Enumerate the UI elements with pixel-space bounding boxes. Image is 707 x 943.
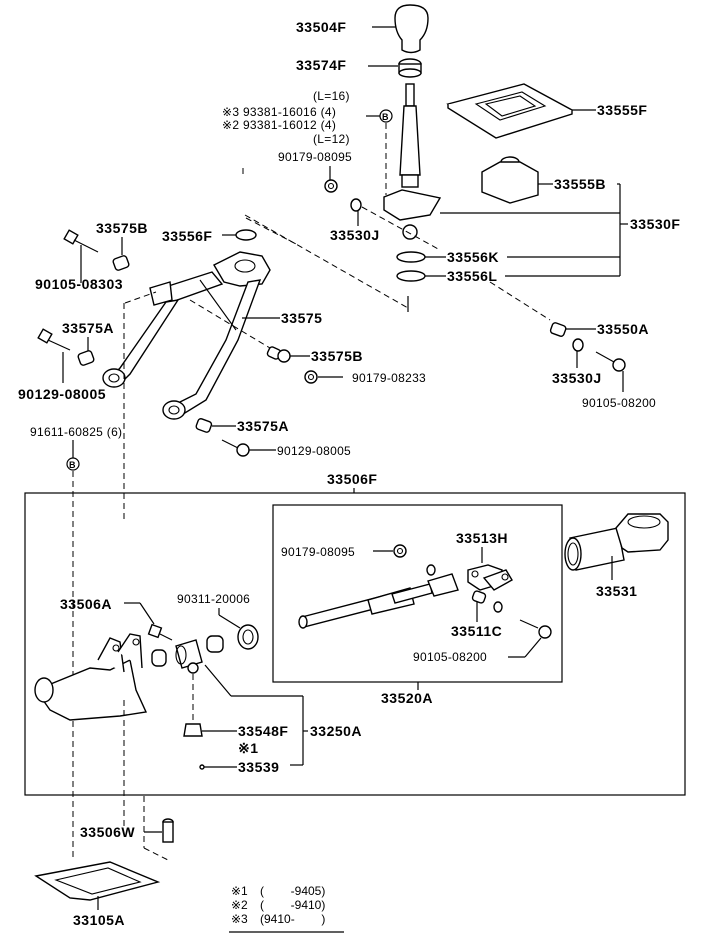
bushing-mid[interactable] — [266, 346, 291, 363]
label-33550A: 33550A — [597, 321, 649, 337]
seat-l[interactable] — [396, 270, 426, 282]
label-33555F: 33555F — [597, 102, 647, 118]
label-90129-08005-mid: 90129-08005 — [277, 444, 351, 458]
label-33506W: 33506W — [80, 824, 135, 840]
boot[interactable] — [481, 156, 539, 204]
label-90179-08095-top: 90179-08095 — [278, 150, 352, 164]
bearing[interactable] — [237, 624, 259, 650]
label-33506F: 33506F — [327, 471, 377, 487]
label-33575: 33575 — [281, 310, 322, 326]
legend-mark-1: ※1 — [231, 884, 248, 898]
label-33511C: 33511C — [451, 623, 502, 639]
ring-small-2[interactable] — [493, 601, 503, 613]
label-33575A-mid: 33575A — [237, 418, 289, 434]
bushing-a[interactable] — [151, 649, 167, 667]
retainer-bolt[interactable] — [147, 623, 173, 641]
boot-plate[interactable] — [446, 83, 574, 139]
label-33105A: 33105A — [73, 912, 125, 928]
yoke[interactable] — [467, 564, 513, 591]
label-33504F: 33504F — [296, 19, 346, 35]
lever-link[interactable] — [102, 251, 271, 420]
bolt-mid[interactable] — [221, 439, 250, 457]
bolt-left-2[interactable] — [37, 328, 71, 351]
label-note-1: ※1 — [238, 740, 259, 756]
plug-right[interactable] — [549, 322, 567, 337]
label-33555B: 33555B — [554, 176, 606, 192]
callout-b-top: B — [379, 109, 393, 123]
label-90105-08303: 90105-08303 — [35, 276, 123, 292]
collar-mid[interactable] — [195, 418, 213, 433]
label-33520A: 33520A — [381, 690, 433, 706]
label-33575B-mid: 33575B — [311, 348, 363, 364]
label-33548F: 33548F — [238, 723, 288, 739]
label-33556L: 33556L — [447, 268, 497, 284]
label-33556K: 33556K — [447, 249, 499, 265]
label-33575A-left: 33575A — [62, 320, 114, 336]
plug-bottom[interactable] — [162, 818, 174, 843]
shift-retainer-housing[interactable] — [34, 633, 148, 721]
label-91611-60825: 91611-60825 (6) — [30, 425, 122, 439]
ball-seat[interactable] — [183, 723, 203, 737]
gasket[interactable] — [34, 861, 161, 901]
note-l16: (L=16) — [313, 89, 350, 103]
ring-small-1[interactable] — [426, 564, 436, 576]
legend-range-2: ( -9410) — [260, 898, 325, 912]
label-33539: 33539 — [238, 759, 279, 775]
nut-mid[interactable] — [304, 370, 318, 384]
bolt-right[interactable] — [595, 351, 626, 372]
bushing-top[interactable] — [235, 229, 257, 241]
legend-range-1: ( -9405) — [260, 884, 325, 898]
legend-range-3: (9410- ) — [260, 912, 325, 926]
callout-b-bottom: B — [66, 457, 80, 471]
label-33531: 33531 — [596, 583, 637, 599]
label-33530F: 33530F — [630, 216, 680, 232]
label-90179-08233: 90179-08233 — [352, 371, 426, 385]
housing-group-box — [24, 492, 686, 796]
bolt-left[interactable] — [63, 229, 99, 253]
collar-left[interactable] — [77, 350, 95, 366]
knob-seat[interactable] — [398, 58, 422, 78]
legend-mark-3: ※3 — [231, 912, 248, 926]
label-33574F: 33574F — [296, 57, 346, 73]
label-33575B-left: 33575B — [96, 220, 148, 236]
shaft-bolt[interactable] — [519, 619, 552, 639]
shift-lever[interactable] — [383, 83, 442, 240]
o-ring-right[interactable] — [572, 338, 584, 352]
label-90105-08200-shaft: 90105-08200 — [413, 650, 487, 664]
shaft-nut[interactable] — [393, 544, 407, 558]
label-33513H: 33513H — [456, 530, 508, 546]
pin-33511C[interactable] — [471, 590, 487, 604]
bushing-left[interactable] — [112, 255, 130, 271]
legend-mark-2: ※2 — [231, 898, 248, 912]
label-90105-08200-right: 90105-08200 — [582, 396, 656, 410]
label-33556F: 33556F — [162, 228, 212, 244]
control-shaft[interactable] — [298, 573, 459, 629]
boot-right[interactable] — [564, 513, 669, 571]
label-90129-08005-left: 90129-08005 — [18, 386, 106, 402]
ball-joint[interactable] — [175, 639, 203, 674]
label-90311-20006: 90311-20006 — [177, 592, 250, 606]
o-ring[interactable] — [350, 198, 362, 212]
label-33530J-right: 33530J — [552, 370, 602, 386]
nut-icon[interactable] — [324, 179, 338, 193]
label-33506A: 33506A — [60, 596, 112, 612]
label-screw-3: ※3 93381-16016 (4) — [222, 105, 336, 119]
note-l12: (L=12) — [313, 132, 350, 146]
label-screw-2: ※2 93381-16012 (4) — [222, 118, 336, 132]
seat-k[interactable] — [396, 251, 426, 263]
svg-text:B: B — [69, 460, 76, 470]
label-33250A: 33250A — [310, 723, 362, 739]
shift-knob[interactable] — [394, 4, 429, 54]
bushing-right[interactable] — [206, 635, 224, 653]
label-90179-08095-shaft: 90179-08095 — [281, 545, 355, 559]
pin-small[interactable] — [199, 764, 205, 770]
date-legend: ※1 ( -9405) ※2 ( -9410) ※3 (9410- ) — [229, 884, 344, 933]
label-33530J-top: 33530J — [330, 227, 380, 243]
svg-text:B: B — [382, 112, 389, 122]
